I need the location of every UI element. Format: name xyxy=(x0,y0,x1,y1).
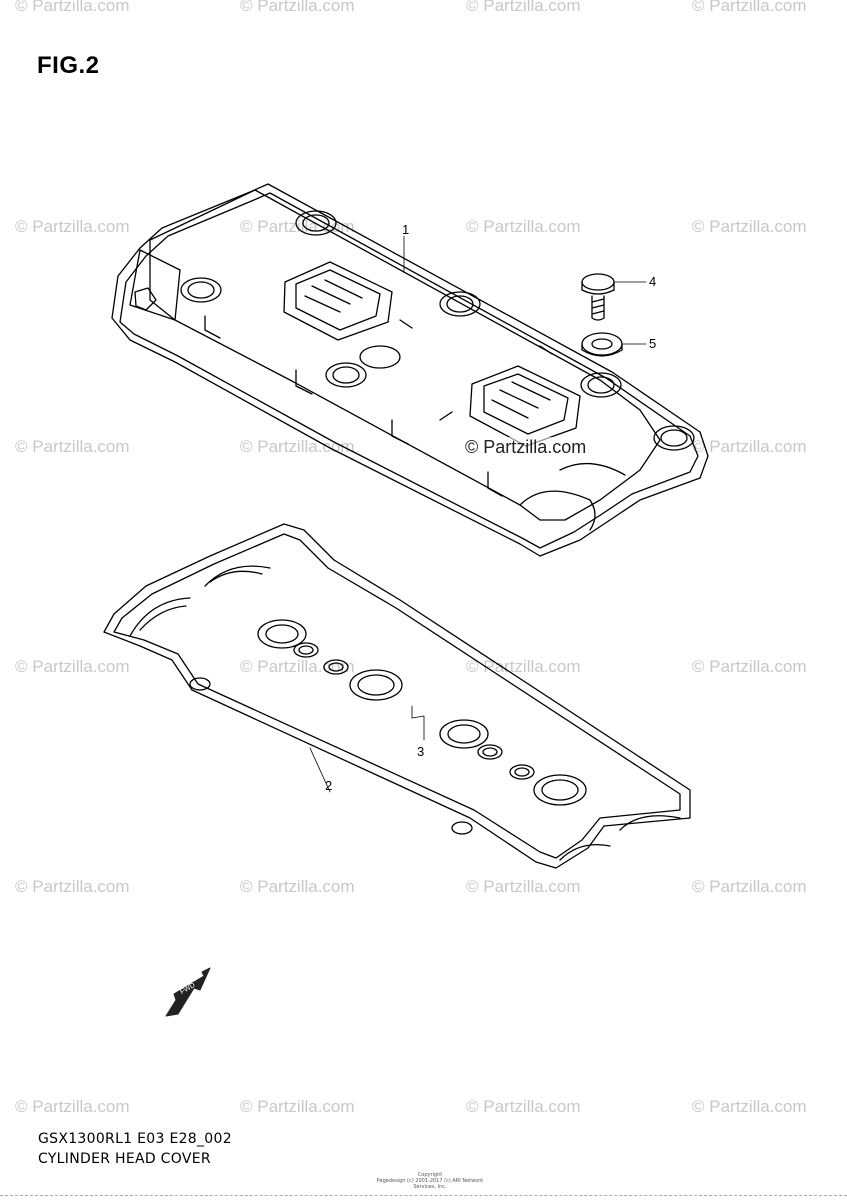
plug-gasket-set[interactable] xyxy=(257,619,587,806)
model-code: GSX1300RL1 E03 E28_002 xyxy=(38,1131,232,1147)
watermark: © Partzilla.com xyxy=(466,217,581,236)
callout-2[interactable]: 2 xyxy=(325,778,332,793)
watermark: © Partzilla.com xyxy=(692,1097,807,1116)
callout-4[interactable]: 4 xyxy=(649,274,656,289)
watermark: © Partzilla.com xyxy=(692,217,807,236)
watermark: © Partzilla.com xyxy=(15,217,130,236)
watermark: © Partzilla.com xyxy=(466,877,581,896)
cylinder-head-cover[interactable] xyxy=(111,183,709,557)
washer[interactable] xyxy=(581,332,647,357)
copyright-notice: Copyright Pagedesign (c) 2001-2017 (c) A… xyxy=(365,1172,495,1190)
watermark: © Partzilla.com xyxy=(15,657,130,676)
watermark: © Partzilla.com xyxy=(15,437,130,456)
watermark: © Partzilla.com xyxy=(692,877,807,896)
watermark: © Partzilla.com xyxy=(240,1097,355,1116)
watermark: © Partzilla.com xyxy=(240,0,355,15)
copyright-line-2: Pagedesign (c) 2001-2017 (c) ARI Network… xyxy=(376,1178,484,1190)
bottom-divider xyxy=(0,1195,847,1196)
callout-3[interactable]: 3 xyxy=(417,744,424,759)
cover-gasket[interactable] xyxy=(103,523,691,869)
diagram-name: CYLINDER HEAD COVER xyxy=(38,1151,211,1167)
callout-1[interactable]: 1 xyxy=(402,222,409,237)
figure-label: FIG.2 xyxy=(37,52,100,79)
center-watermark: © Partzilla.com xyxy=(465,437,587,458)
copyright-line-1: Copyright xyxy=(417,1172,443,1178)
callout-5[interactable]: 5 xyxy=(649,336,656,351)
watermark: © Partzilla.com xyxy=(692,437,807,456)
watermark: © Partzilla.com xyxy=(466,1097,581,1116)
watermark: © Partzilla.com xyxy=(466,0,581,15)
watermark: © Partzilla.com xyxy=(692,0,807,15)
watermark: © Partzilla.com xyxy=(240,877,355,896)
watermark: © Partzilla.com xyxy=(15,0,130,15)
watermark: © Partzilla.com xyxy=(692,657,807,676)
watermark: © Partzilla.com xyxy=(15,877,130,896)
watermark: © Partzilla.com xyxy=(240,437,355,456)
bolt[interactable] xyxy=(581,273,647,321)
watermark: © Partzilla.com xyxy=(15,1097,130,1116)
fwd-arrow-icon xyxy=(165,967,211,1017)
